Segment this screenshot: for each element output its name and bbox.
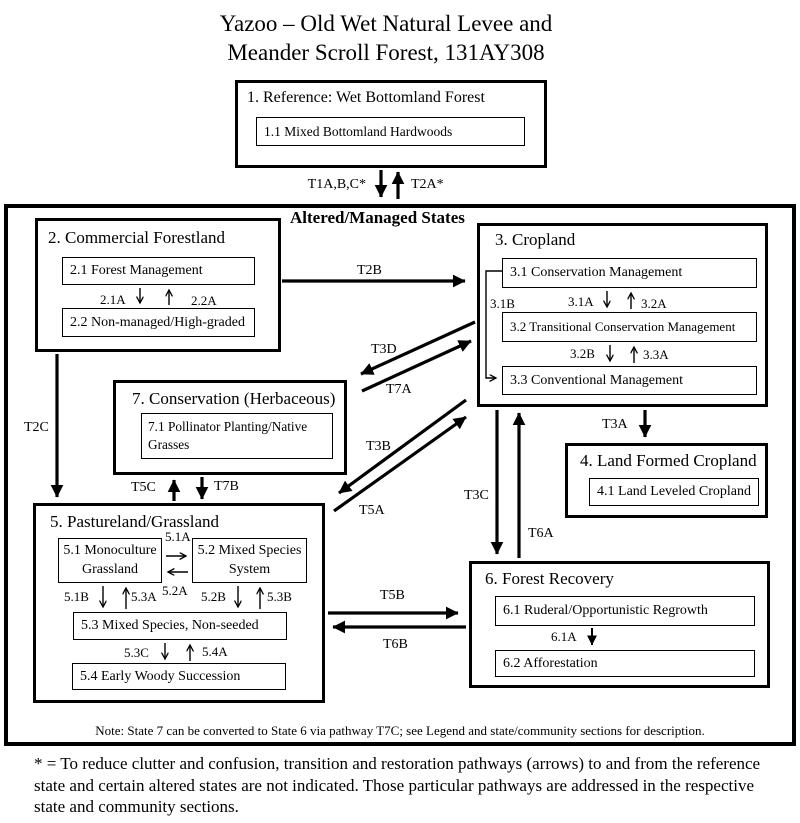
- transition-label-t7b: T7B: [214, 479, 239, 494]
- state-4-title: 4. Land Formed Cropland: [580, 451, 757, 470]
- pathway-label-3-1b: 3.1B: [490, 296, 515, 312]
- pathway-label-2-2a: 2.2A: [191, 293, 217, 308]
- community-2-2: 2.2 Non-managed/High-graded: [62, 308, 255, 337]
- pathway-label-6-1a: 6.1A: [551, 629, 577, 644]
- state-3-title: 3. Cropland: [495, 230, 576, 249]
- pathway-label-5-3b: 5.3B: [267, 589, 292, 604]
- community-5-3: 5.3 Mixed Species, Non-seeded: [73, 612, 287, 640]
- community-3-1: 3.1 Conservation Management: [502, 258, 757, 288]
- pathway-label-3-2a: 3.2A: [641, 296, 667, 311]
- altered-managed-title: Altered/Managed States: [290, 208, 465, 227]
- pathway-label-5-1b: 5.1B: [64, 589, 89, 604]
- diagram-title: Yazoo – Old Wet Natural Levee and Meande…: [0, 9, 772, 67]
- community-4-1: 4.1 Land Leveled Cropland: [589, 478, 759, 506]
- pathway-label-5-4a: 5.4A: [202, 644, 228, 659]
- community-5-1: 5.1 Monoculture Grassland: [58, 538, 162, 583]
- pathway-label-5-2b: 5.2B: [201, 589, 226, 604]
- community-3-2: 3.2 Transitional Conservation Management: [502, 312, 757, 342]
- community-6-2: 6.2 Afforestation: [495, 650, 755, 677]
- transition-label-t2b: T2B: [357, 263, 382, 278]
- state-6-title: 6. Forest Recovery: [485, 569, 614, 588]
- community-6-1: 6.1 Ruderal/Opportunistic Regrowth: [495, 596, 755, 626]
- footnote-line-3: state and community sections.: [34, 797, 239, 816]
- pathway-label-5-3a: 5.3A: [131, 589, 157, 604]
- pathway-label-3-1a: 3.1A: [568, 294, 594, 309]
- state-7-title: 7. Conservation (Herbaceous): [132, 389, 336, 408]
- state-2-title: 2. Commercial Forestland: [48, 228, 226, 247]
- transition-label-t3b: T3B: [366, 439, 391, 454]
- community-3-3: 3.3 Conventional Management: [502, 366, 757, 395]
- pathway-label-2-1a: 2.1A: [100, 292, 126, 307]
- pathway-label-5-2a: 5.2A: [162, 583, 188, 598]
- transition-label-t2a: T2A*: [411, 177, 444, 192]
- pathway-label-5-3c: 5.3C: [124, 645, 149, 660]
- footnote: * = To reduce clutter and confusion, tra…: [34, 753, 794, 818]
- community-5-4: 5.4 Early Woody Succession: [72, 663, 286, 690]
- pathway-label-3-3a: 3.3A: [643, 347, 669, 362]
- transition-label-t5b: T5B: [380, 588, 405, 603]
- transition-label-t3c: T3C: [464, 488, 489, 503]
- transition-label-t5a: T5A: [359, 503, 385, 518]
- transition-label-t6a: T6A: [528, 526, 554, 541]
- community-1-1: 1.1 Mixed Bottomland Hardwoods: [256, 117, 525, 146]
- pathway-label-3-2b: 3.2B: [570, 346, 595, 361]
- state-1-title: 1. Reference: Wet Bottomland Forest: [247, 89, 485, 106]
- footnote-line-2: state and certain altered states are not…: [34, 775, 754, 795]
- footnote-line-1: * = To reduce clutter and confusion, tra…: [34, 754, 761, 773]
- state-5-title: 5. Pastureland/Grassland: [50, 512, 220, 531]
- transition-label-t3a: T3A: [602, 417, 628, 432]
- pathway-label-5-1a: 5.1A: [165, 529, 191, 544]
- transition-label-t3d: T3D: [371, 342, 397, 357]
- diagram-title-line1: Yazoo – Old Wet Natural Levee and: [219, 11, 553, 36]
- transition-label-t2c: T2C: [24, 420, 49, 435]
- transition-label-t6b: T6B: [383, 637, 408, 652]
- community-2-1: 2.1 Forest Management: [62, 257, 255, 285]
- transition-label-t7a: T7A: [386, 382, 412, 397]
- transition-label-t1abc: T1A,B,C*: [307, 177, 366, 192]
- community-5-2: 5.2 Mixed Species System: [192, 538, 307, 583]
- transition-label-t5c: T5C: [131, 480, 156, 495]
- diagram-title-line2: Meander Scroll Forest, 131AY308: [227, 40, 545, 65]
- container-note: Note: State 7 can be converted to State …: [95, 723, 705, 738]
- community-7-1: 7.1 Pollinator Planting/Native Grasses: [141, 413, 333, 459]
